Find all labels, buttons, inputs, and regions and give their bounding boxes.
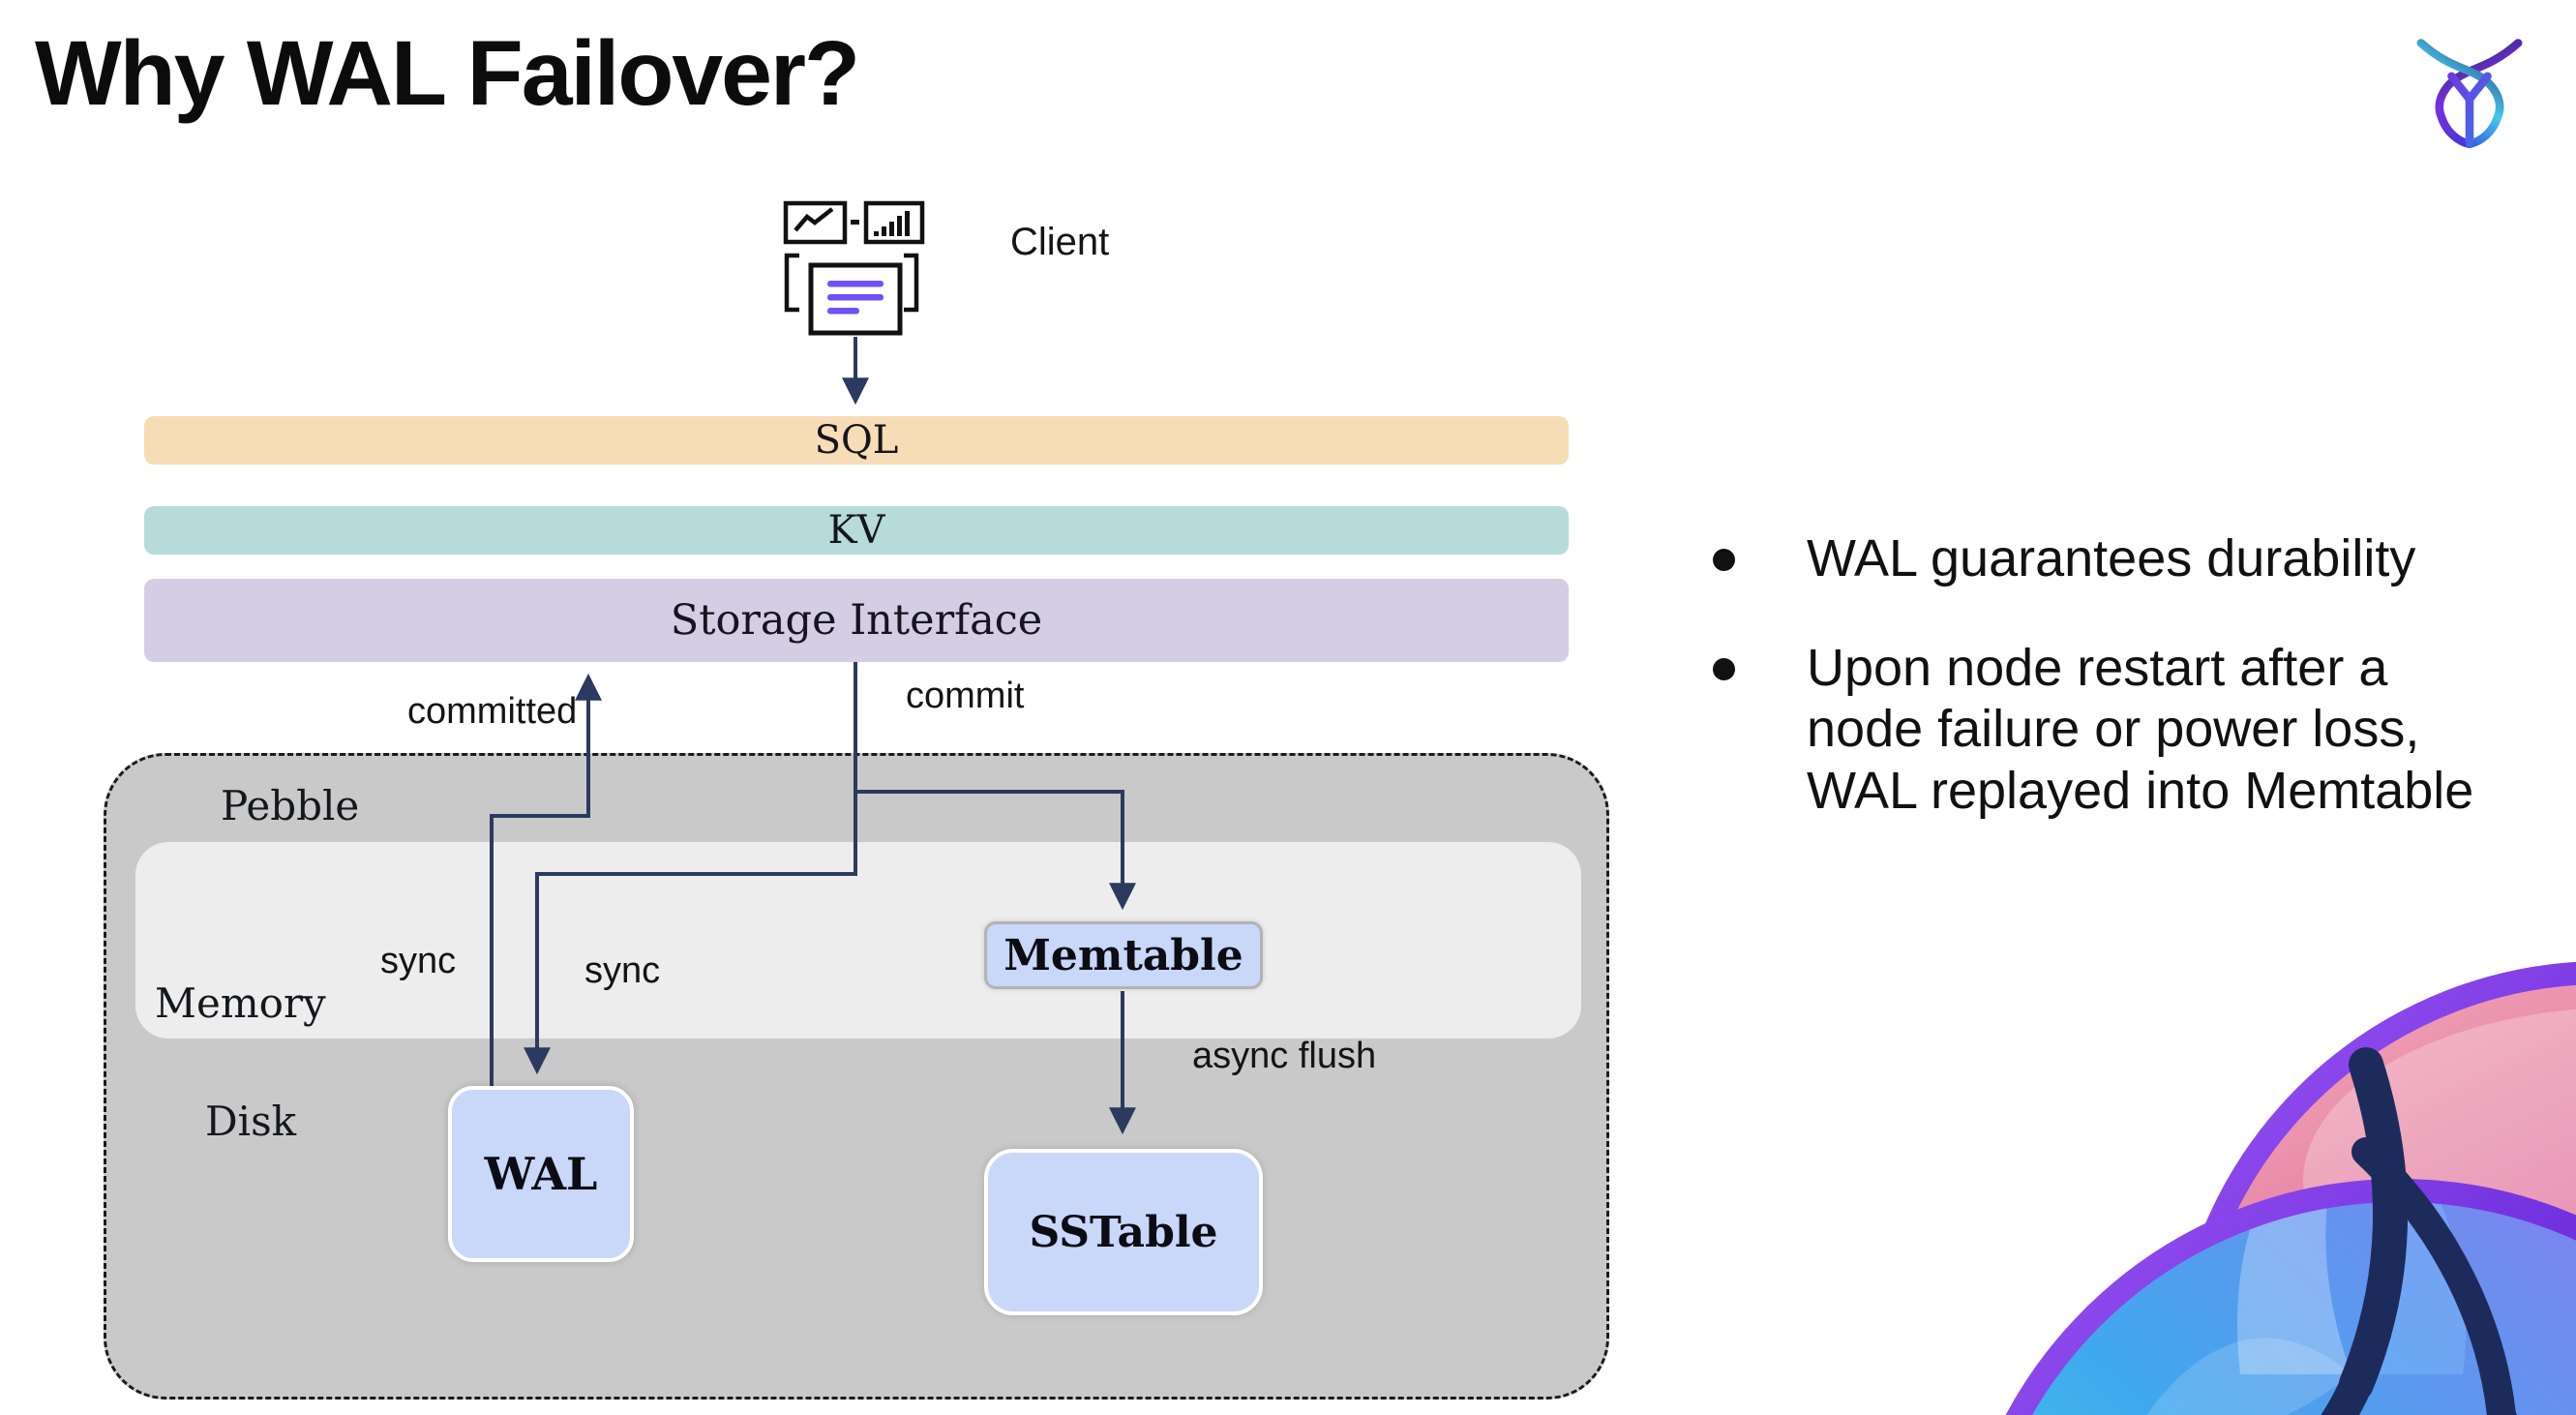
memory-band — [135, 842, 1581, 1039]
committed-edge-label: committed — [407, 691, 578, 732]
kv-layer-label: KV — [827, 508, 885, 553]
bullet-dot-icon — [1713, 658, 1735, 681]
memtable-node: Memtable — [984, 921, 1263, 989]
sql-layer-bar: SQL — [144, 416, 1569, 465]
page-title: Why WAL Failover? — [35, 22, 860, 125]
bullet-dot-icon — [1713, 549, 1735, 571]
left-bracket-icon — [784, 253, 799, 313]
bullet-text-replay: Upon node restart after a node failure o… — [1807, 639, 2474, 820]
async-flush-edge-label: async flush — [1192, 1036, 1377, 1076]
list-item: Upon node restart after a node failure o… — [1713, 638, 2545, 822]
sql-layer-label: SQL — [814, 418, 899, 463]
sync-left-edge-label: sync — [380, 941, 457, 981]
decorative-cockroach-art — [2005, 961, 2576, 1415]
bullet-list: WAL guarantees durability Upon node rest… — [1713, 528, 2545, 870]
memtable-node-label: Memtable — [1003, 930, 1243, 980]
sync-right-edge-label: sync — [584, 950, 661, 991]
storage-interface-layer-bar: Storage Interface — [144, 579, 1569, 662]
cockroachdb-logo-icon — [2416, 39, 2523, 149]
line-chart-icon — [783, 200, 848, 245]
wal-node: WAL — [448, 1086, 634, 1262]
kv-layer-bar: KV — [144, 506, 1569, 555]
wal-node-label: WAL — [484, 1148, 598, 1200]
disk-label: Disk — [205, 1098, 297, 1145]
client-icon — [783, 200, 925, 336]
right-bracket-icon — [904, 253, 919, 313]
client-label: Client — [1010, 221, 1110, 263]
sstable-node: SSTable — [984, 1149, 1263, 1315]
sstable-node-label: SSTable — [1029, 1207, 1218, 1257]
list-item: WAL guarantees durability — [1713, 528, 2545, 589]
bullet-text-durability: WAL guarantees durability — [1807, 529, 2416, 587]
dash-connector — [851, 220, 859, 225]
memory-label: Memory — [155, 979, 326, 1027]
pebble-label: Pebble — [221, 782, 360, 829]
storage-interface-label: Storage Interface — [670, 596, 1043, 645]
commit-edge-label: commit — [906, 676, 1025, 716]
